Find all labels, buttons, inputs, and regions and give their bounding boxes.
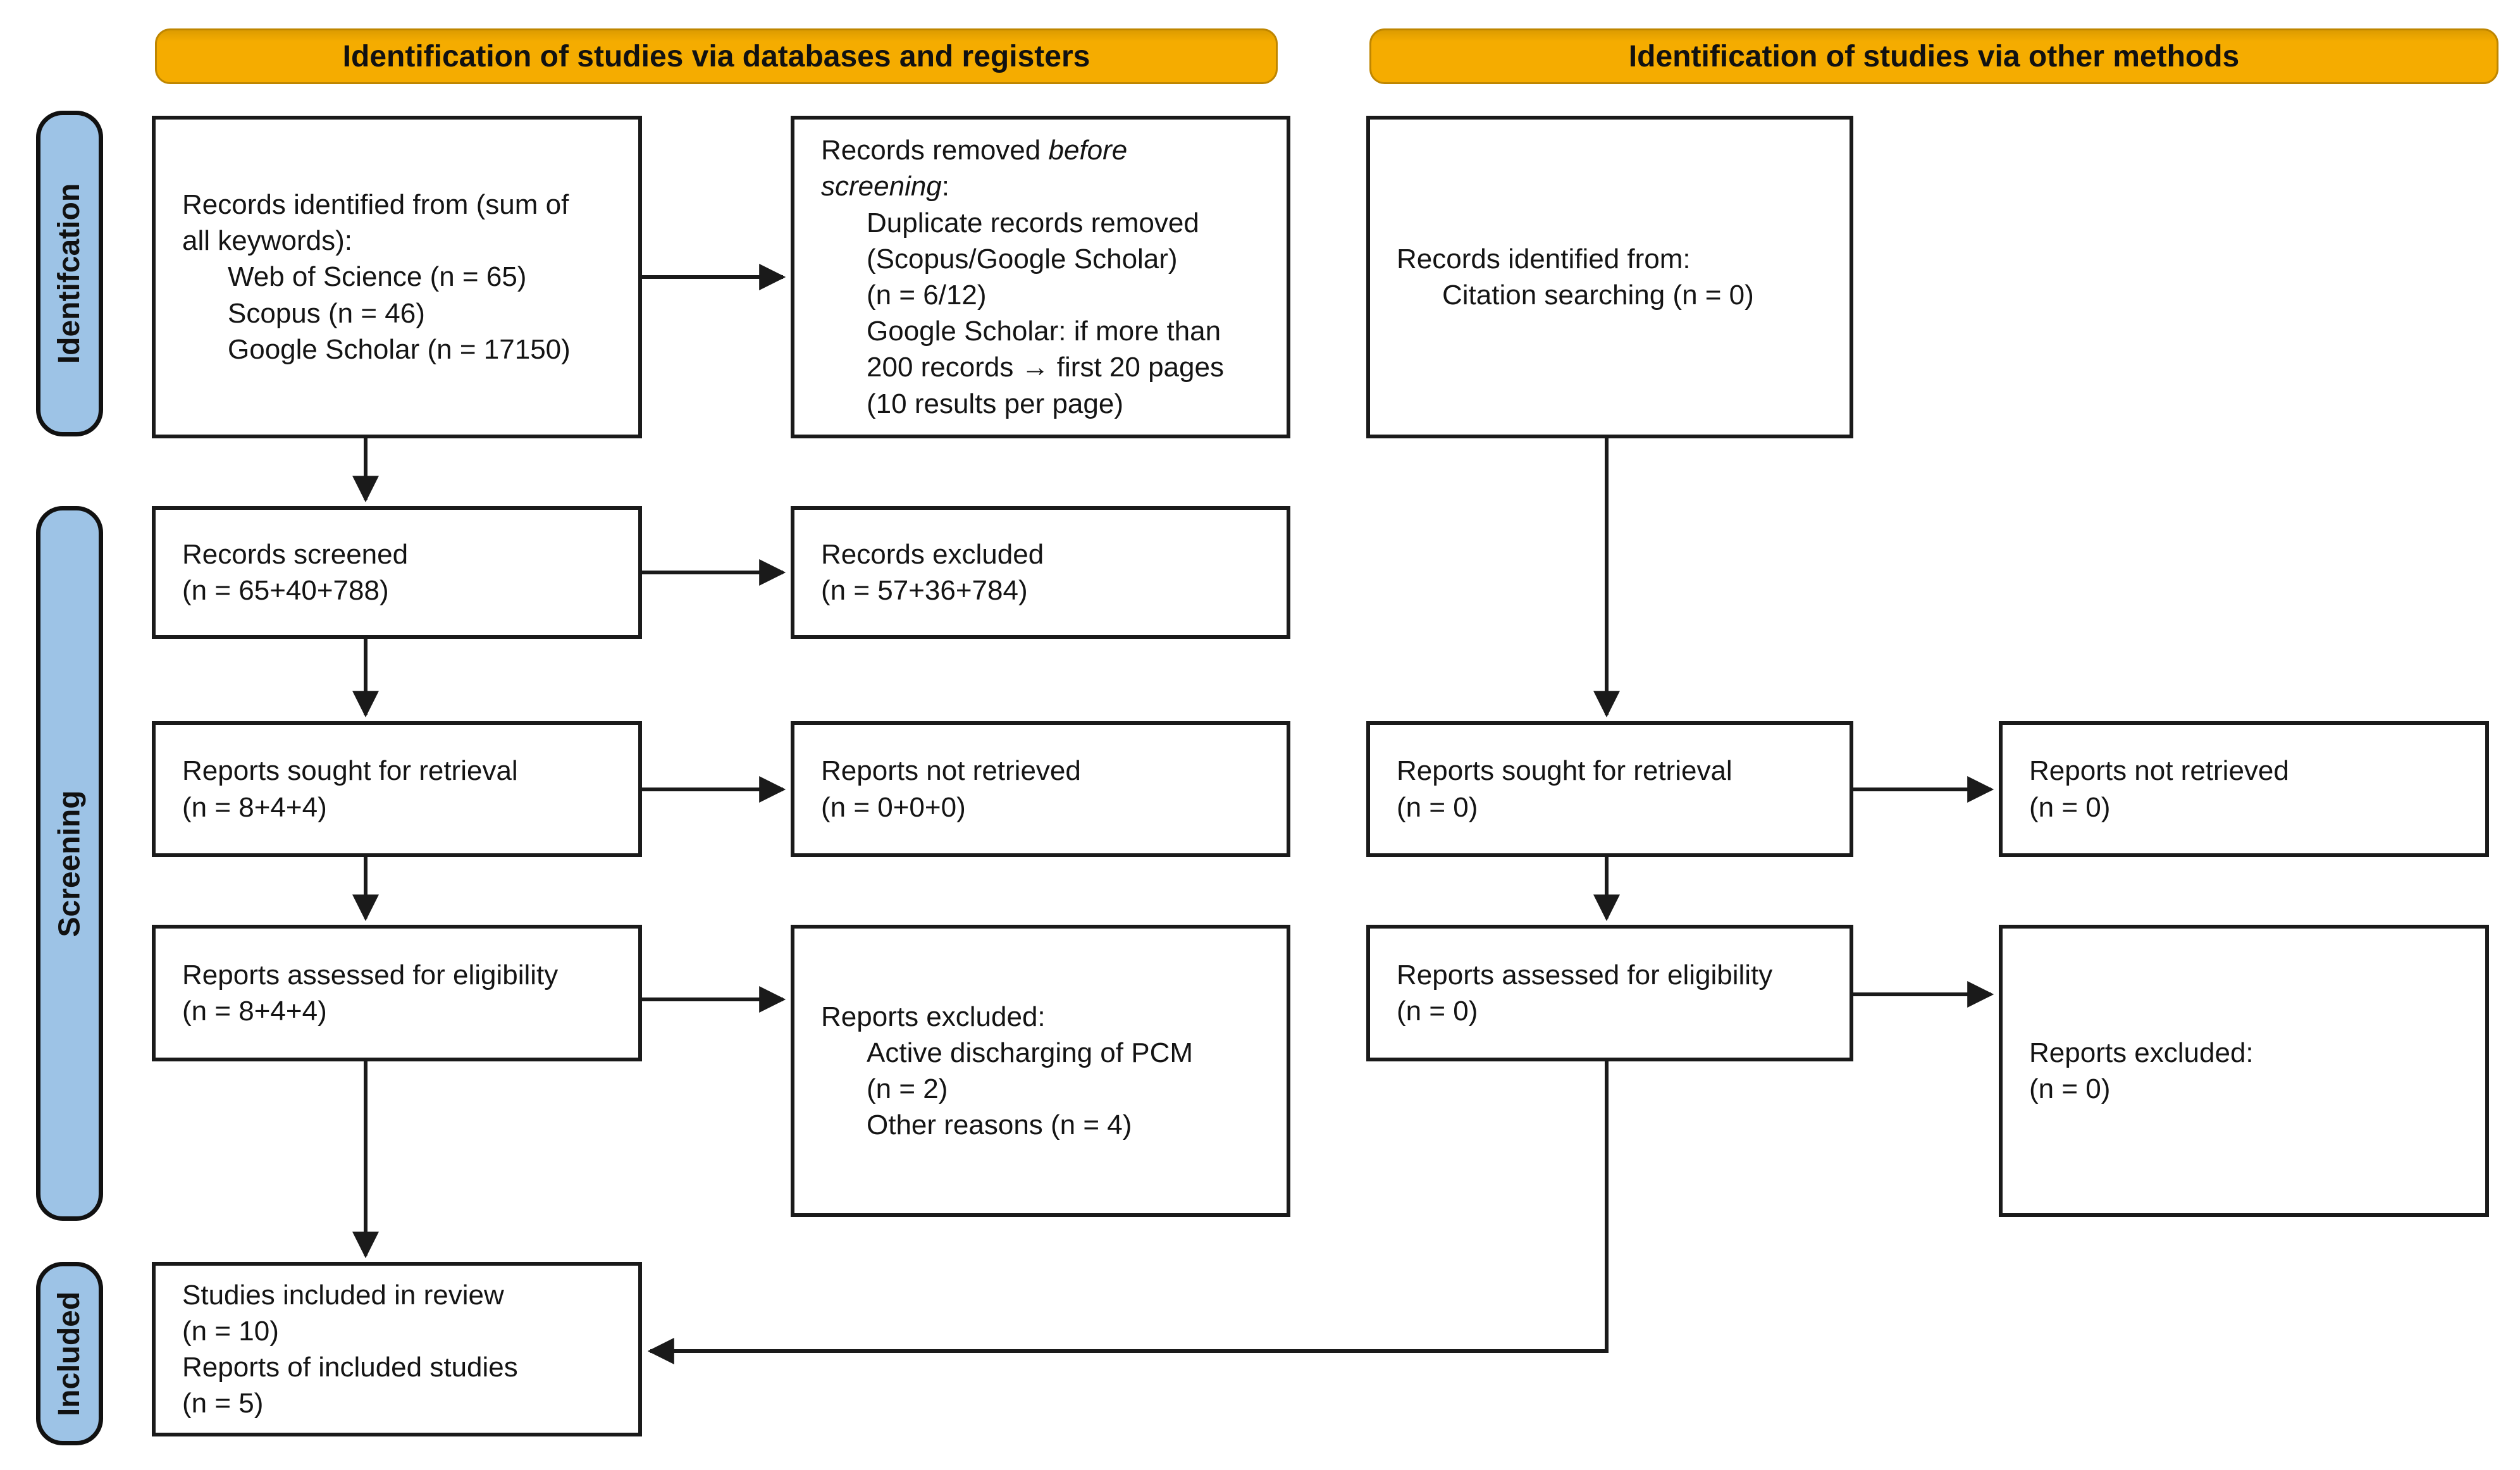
box-text-line: Records identified from (sum of [182, 189, 569, 221]
box-text-line: Records screened [182, 538, 409, 570]
box-text-line: Reports assessed for eligibility [182, 959, 559, 991]
box-text-line: (n = 57+36+784) [821, 575, 1028, 606]
stage-included: Included [36, 1262, 103, 1445]
box-text-line: (n = 0+0+0) [821, 791, 966, 823]
box-text-line: (n = 0) [2029, 791, 2111, 823]
box-reports-sought-other: Reports sought for retrieval (n = 0) [1366, 721, 1853, 857]
box-records-screened: Records screened (n = 65+40+788) [152, 506, 642, 639]
box-text-line: Other reasons (n = 4) [867, 1109, 1132, 1141]
box-text-line: Reports assessed for eligibility [1397, 959, 1773, 991]
box-records-excluded: Records excluded (n = 57+36+784) [791, 506, 1290, 639]
box-studies-included: Studies included in review (n = 10) Repo… [152, 1262, 642, 1436]
box-text-line: Duplicate records removed [867, 207, 1199, 238]
stage-identification: Identifcation [36, 111, 103, 436]
header-other-methods: Identification of studies via other meth… [1369, 28, 2498, 84]
box-text-run: Records removed [821, 135, 1049, 166]
box-reports-excluded-databases: Reports excluded: Active discharging of … [791, 925, 1290, 1217]
box-text-line: (n = 0) [1397, 996, 1478, 1027]
header-other-methods-label: Identification of studies via other meth… [1628, 39, 2240, 73]
box-reports-sought-databases: Reports sought for retrieval (n = 8+4+4) [152, 721, 642, 857]
box-text-line: Citation searching (n = 0) [1442, 280, 1754, 311]
box-text-line: Reports of included studies [182, 1352, 518, 1383]
box-text-line: Active discharging of PCM [867, 1037, 1193, 1068]
box-reports-not-retrieved-databases: Reports not retrieved (n = 0+0+0) [791, 721, 1290, 857]
box-text-line: Reports sought for retrieval [1397, 755, 1732, 787]
box-text-line: (n = 0) [1397, 791, 1478, 823]
box-text-line: (Scopus/Google Scholar) [867, 243, 1178, 275]
box-text-line: Google Scholar (n = 17150) [228, 333, 571, 365]
box-text-line: (n = 65+40+788) [182, 575, 389, 606]
box-text-line: all keywords): [182, 225, 352, 257]
box-text-line: Reports not retrieved [821, 755, 1081, 787]
box-text-run-italic: screening [821, 171, 942, 202]
stage-screening-label: Screening [52, 789, 87, 937]
box-text-run-italic: before [1048, 135, 1128, 166]
box-records-removed-before-screening: Records removed before screening: Duplic… [791, 116, 1290, 438]
box-text-line: (n = 5) [182, 1388, 264, 1419]
box-reports-excluded-other: Reports excluded: (n = 0) [1999, 925, 2489, 1217]
box-text-line: Records excluded [821, 538, 1044, 570]
box-text-line: Scopus (n = 46) [228, 297, 425, 329]
box-text-line: 200 records → first 20 pages [867, 352, 1224, 383]
box-text-line: (n = 0) [2029, 1073, 2111, 1104]
box-text-line: Reports sought for retrieval [182, 755, 518, 787]
box-text-line: Studies included in review [182, 1279, 504, 1311]
stage-screening: Screening [36, 506, 103, 1221]
stage-included-label: Included [52, 1291, 87, 1416]
box-text-line: Web of Science (n = 65) [228, 261, 527, 293]
box-text-line: (n = 6/12) [867, 280, 987, 311]
box-text-line: Records removed before [821, 132, 1269, 168]
box-text-line: Reports excluded: [821, 1001, 1046, 1032]
box-text-line: Google Scholar: if more than [867, 316, 1221, 347]
box-reports-assessed-databases: Reports assessed for eligibility (n = 8+… [152, 925, 642, 1061]
box-text-line: Reports not retrieved [2029, 755, 2289, 787]
box-reports-assessed-other: Reports assessed for eligibility (n = 0) [1366, 925, 1853, 1061]
box-records-identified-other: Records identified from: Citation search… [1366, 116, 1853, 438]
box-text-line: Records identified from: [1397, 243, 1691, 275]
box-text-run: : [941, 171, 950, 202]
header-databases-registers-label: Identification of studies via databases … [342, 39, 1090, 73]
box-text-line: (n = 2) [867, 1073, 948, 1104]
box-text-line: (n = 10) [182, 1315, 279, 1347]
box-text-line: Reports excluded: [2029, 1037, 2254, 1068]
header-databases-registers: Identification of studies via databases … [155, 28, 1278, 84]
stage-identification-label: Identifcation [52, 183, 87, 364]
box-text-line: (10 results per page) [867, 388, 1123, 419]
box-text-line: screening: [821, 168, 1269, 204]
box-reports-not-retrieved-other: Reports not retrieved (n = 0) [1999, 721, 2489, 857]
box-text-line: (n = 8+4+4) [182, 791, 327, 823]
box-records-identified-databases: Records identified from (sum of all keyw… [152, 116, 642, 438]
box-text-line: (n = 8+4+4) [182, 996, 327, 1027]
